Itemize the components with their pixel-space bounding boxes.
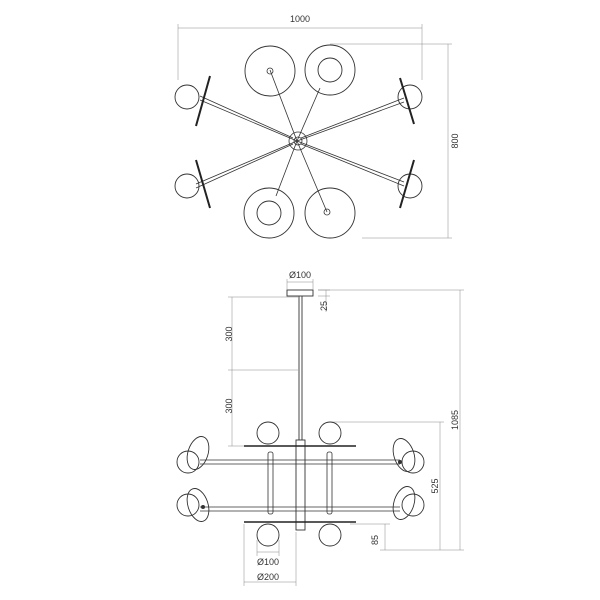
side-disc: [392, 438, 416, 472]
side-globe: [401, 450, 425, 474]
top-disc-edge: [195, 159, 211, 209]
side-arms: [200, 459, 400, 512]
side-globe: [176, 493, 200, 517]
top-width-label: 1000: [290, 14, 310, 24]
canopy-diameter-label: Ø100: [289, 270, 311, 280]
side-globe: [318, 421, 342, 445]
top-globe: [397, 173, 423, 199]
top-disc: [243, 187, 295, 239]
side-globe: [176, 450, 200, 474]
top-disc-edge: [399, 77, 415, 125]
body-height-label: 525: [430, 478, 440, 493]
canopy: [286, 289, 314, 297]
top-view: 1000 800: [174, 14, 460, 239]
top-center-hub: [288, 131, 308, 151]
canopy-height-label: 25: [319, 301, 329, 311]
side-view: Ø100 25 300 300 1085 525 85: [176, 270, 464, 586]
top-arms: [195, 69, 405, 213]
bottom-offset-label: 85: [370, 535, 380, 545]
side-globe: [256, 421, 280, 445]
side-disc: [392, 486, 416, 520]
upper-rod-label: 300: [224, 326, 234, 341]
lower-rod-label: 300: [224, 398, 234, 413]
top-disc: [304, 187, 356, 239]
top-disc-edge: [195, 75, 211, 127]
top-globe: [174, 84, 200, 110]
top-globe: [317, 57, 343, 83]
side-globe: [318, 523, 342, 547]
central-body: [295, 439, 306, 531]
top-globe: [397, 84, 423, 110]
globe-diameter-label: Ø100: [257, 557, 279, 567]
top-globe: [256, 200, 282, 226]
top-depth-label: 800: [450, 133, 460, 148]
top-globe: [174, 173, 200, 199]
top-disc-edge: [399, 159, 415, 209]
total-height-label: 1085: [450, 410, 460, 430]
side-disc: [186, 436, 210, 470]
side-disc: [186, 488, 210, 522]
inner-brackets: [267, 451, 333, 515]
side-globe: [256, 523, 280, 547]
side-globe: [401, 493, 425, 517]
disc-diameter-label: Ø200: [257, 572, 279, 582]
top-disc: [244, 45, 296, 97]
top-disc: [304, 44, 356, 96]
